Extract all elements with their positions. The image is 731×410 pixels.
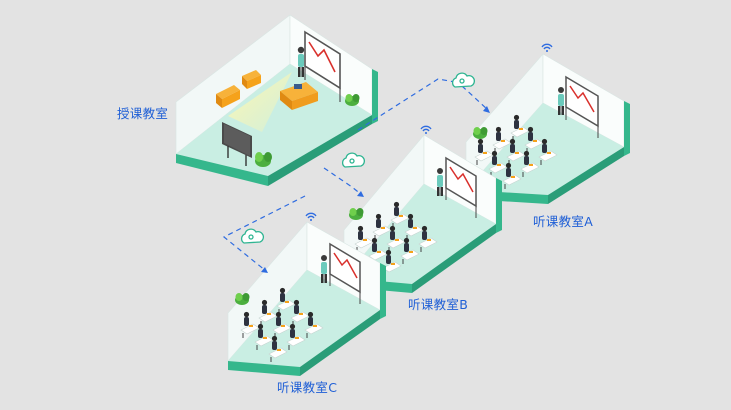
classroom-b-wall-edge bbox=[496, 178, 502, 233]
arrow-heads bbox=[261, 106, 490, 273]
teaching-room-floor bbox=[176, 64, 372, 176]
projector-screen-icon bbox=[222, 122, 252, 166]
student-icon bbox=[404, 213, 424, 240]
classroom-c-wall-edge bbox=[380, 263, 386, 319]
arrow-to-room-a-path bbox=[357, 78, 456, 131]
connection-arrows bbox=[222, 78, 489, 272]
student-icon bbox=[492, 126, 512, 153]
classroom-a-side-edge bbox=[548, 147, 624, 204]
classroom-b-floor bbox=[344, 184, 496, 284]
classroom-a-wall-edge bbox=[624, 101, 630, 156]
student-icon bbox=[386, 225, 406, 252]
arrow-to-room-c bbox=[222, 195, 306, 272]
classroom-c bbox=[227, 212, 386, 376]
student-icon bbox=[240, 311, 260, 338]
student-icon bbox=[258, 299, 278, 326]
student-icon bbox=[502, 162, 522, 189]
whiteboard-icon bbox=[565, 75, 599, 138]
cloud-sync-icon bbox=[451, 72, 475, 88]
teacher-icon bbox=[437, 168, 443, 196]
classroom-a bbox=[465, 43, 630, 204]
student-icon bbox=[372, 213, 392, 240]
student-icon bbox=[400, 237, 420, 264]
classroom-c-students bbox=[240, 287, 324, 362]
teacher-icon bbox=[558, 87, 564, 115]
classroom-a-students bbox=[474, 114, 558, 189]
arrow-to-room-b bbox=[323, 167, 363, 196]
wifi-icon bbox=[305, 212, 317, 221]
student-icon bbox=[304, 311, 324, 338]
plant-icon bbox=[235, 293, 250, 305]
arrow-to-room-a bbox=[461, 85, 489, 111]
cloud-sync-icon bbox=[341, 152, 365, 168]
cloud-sync-icon bbox=[240, 228, 264, 244]
wifi-icon bbox=[420, 125, 432, 134]
projector-beam bbox=[228, 72, 292, 132]
teaching-room-front-edge bbox=[176, 154, 268, 186]
sofa-icon bbox=[216, 70, 261, 108]
plant-icon bbox=[255, 94, 360, 167]
whiteboard-icon bbox=[445, 156, 477, 218]
student-icon bbox=[506, 138, 526, 165]
teacher-whiteboard bbox=[304, 30, 341, 102]
student-icon bbox=[390, 201, 410, 228]
teacher-desk bbox=[280, 82, 318, 110]
classroom-c-side-edge bbox=[300, 310, 380, 376]
teacher-icon bbox=[321, 255, 327, 283]
classroom-b-side-edge bbox=[412, 224, 496, 293]
teaching-room-label: 授课教室 bbox=[117, 106, 169, 121]
student-icon bbox=[520, 150, 540, 177]
plant-icon bbox=[473, 127, 488, 139]
plant-icon bbox=[349, 208, 364, 220]
student-icon bbox=[538, 138, 558, 165]
classroom-b-students bbox=[354, 201, 438, 276]
classroom-c-front-edge bbox=[228, 361, 300, 376]
teaching-room-wall-edge bbox=[372, 69, 378, 124]
teaching-room bbox=[175, 14, 378, 186]
student-icon bbox=[254, 323, 274, 350]
student-icon bbox=[268, 335, 288, 362]
student-icon bbox=[286, 323, 306, 350]
wifi-icon bbox=[541, 43, 553, 52]
teacher-icon bbox=[297, 46, 305, 77]
student-icon bbox=[382, 249, 402, 276]
whiteboard-icon bbox=[329, 242, 361, 304]
student-icon bbox=[418, 225, 438, 252]
classroom-b-label: 听课教室B bbox=[408, 297, 469, 312]
classroom-c-label: 听课教室C bbox=[277, 380, 338, 395]
teaching-room-side-edge bbox=[268, 115, 372, 186]
classroom-a-label: 听课教室A bbox=[533, 214, 594, 229]
student-icon bbox=[354, 225, 374, 252]
student-icon bbox=[474, 138, 494, 165]
